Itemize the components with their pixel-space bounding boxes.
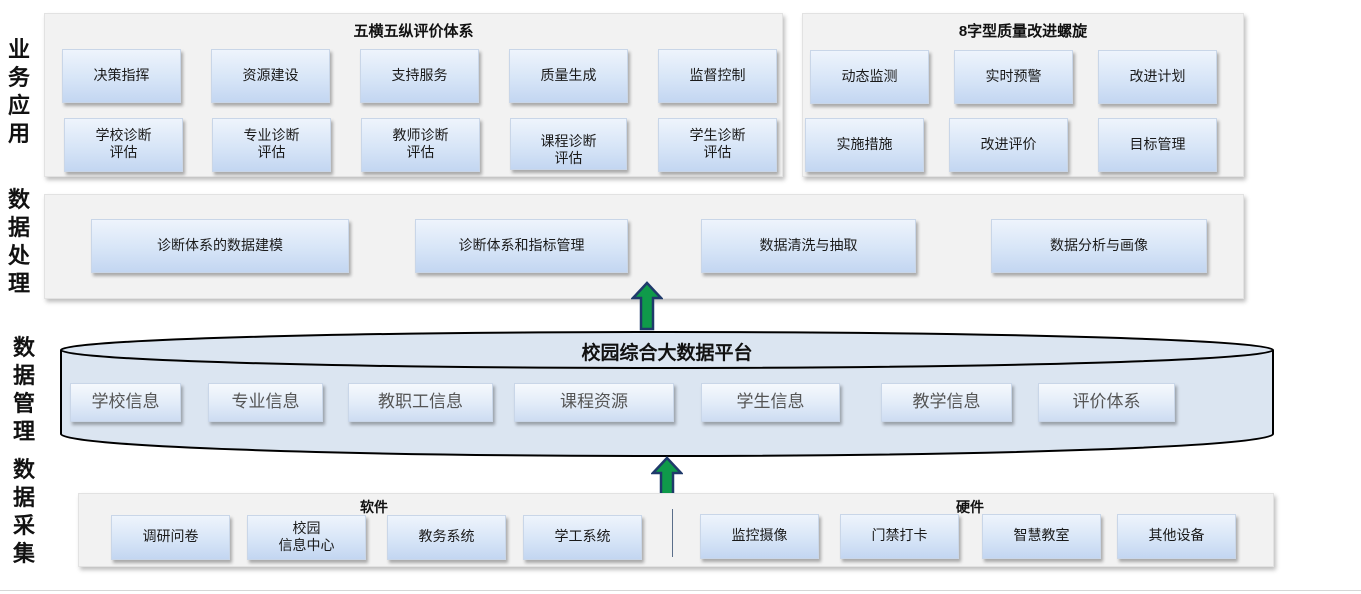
hardware-title: 硬件	[956, 500, 984, 516]
business-left-box: 教师诊断 评估	[361, 118, 480, 172]
business-right-box: 实施措施	[805, 118, 924, 172]
up-arrow-icon	[631, 281, 663, 331]
processing-box: 诊断体系和指标管理	[415, 219, 628, 273]
software-box: 调研问卷	[111, 515, 230, 560]
business-right-box: 动态监测	[810, 50, 929, 104]
platform-box: 课程资源	[514, 383, 674, 422]
platform-box: 教职工信息	[348, 383, 493, 422]
processing-box: 诊断体系的数据建模	[91, 219, 349, 273]
business-right-box: 目标管理	[1098, 118, 1217, 172]
label-data-management: 数据管理	[12, 335, 35, 445]
software-box: 校园 信息中心	[247, 515, 366, 560]
hardware-box: 智慧教室	[982, 514, 1101, 559]
hardware-box: 其他设备	[1117, 514, 1236, 559]
quality-spiral-title: 8字型质量改进螺旋	[958, 23, 1088, 40]
hardware-box: 门禁打卡	[840, 514, 959, 559]
business-left-box: 学生诊断 评估	[658, 118, 777, 172]
business-left-box: 支持服务	[360, 49, 479, 103]
collection-divider	[672, 509, 673, 557]
software-box: 教务系统	[387, 515, 506, 560]
platform-box: 评价体系	[1038, 383, 1175, 422]
software-box: 学工系统	[523, 515, 642, 560]
processing-box: 数据分析与画像	[991, 219, 1207, 273]
platform-title: 校园综合大数据平台	[581, 342, 753, 364]
evaluation-system-title: 五横五纵评价体系	[353, 23, 474, 40]
bottom-separator	[0, 590, 1361, 591]
business-left-box: 监督控制	[658, 49, 777, 103]
software-title: 软件	[360, 500, 388, 516]
business-right-box: 改进计划	[1098, 50, 1217, 104]
label-data-collection: 数据采集	[12, 457, 35, 567]
business-left-box: 课程诊断 评估	[510, 118, 627, 170]
label-business-application: 业务应用	[7, 37, 30, 147]
business-left-box: 决策指挥	[62, 49, 181, 103]
business-left-box: 质量生成	[509, 49, 628, 103]
platform-box: 学校信息	[70, 383, 181, 422]
business-right-box: 实时预警	[954, 50, 1073, 104]
platform-box: 专业信息	[208, 383, 323, 422]
business-left-box: 专业诊断 评估	[212, 118, 331, 172]
label-data-processing: 数据处理	[7, 187, 30, 297]
business-right-box: 改进评价	[949, 118, 1068, 172]
platform-box: 学生信息	[701, 383, 840, 422]
business-left-box: 学校诊断 评估	[64, 118, 183, 172]
platform-box: 教学信息	[881, 383, 1012, 422]
processing-box: 数据清洗与抽取	[701, 219, 916, 273]
business-left-box: 资源建设	[211, 49, 330, 103]
hardware-box: 监控摄像	[700, 514, 819, 559]
